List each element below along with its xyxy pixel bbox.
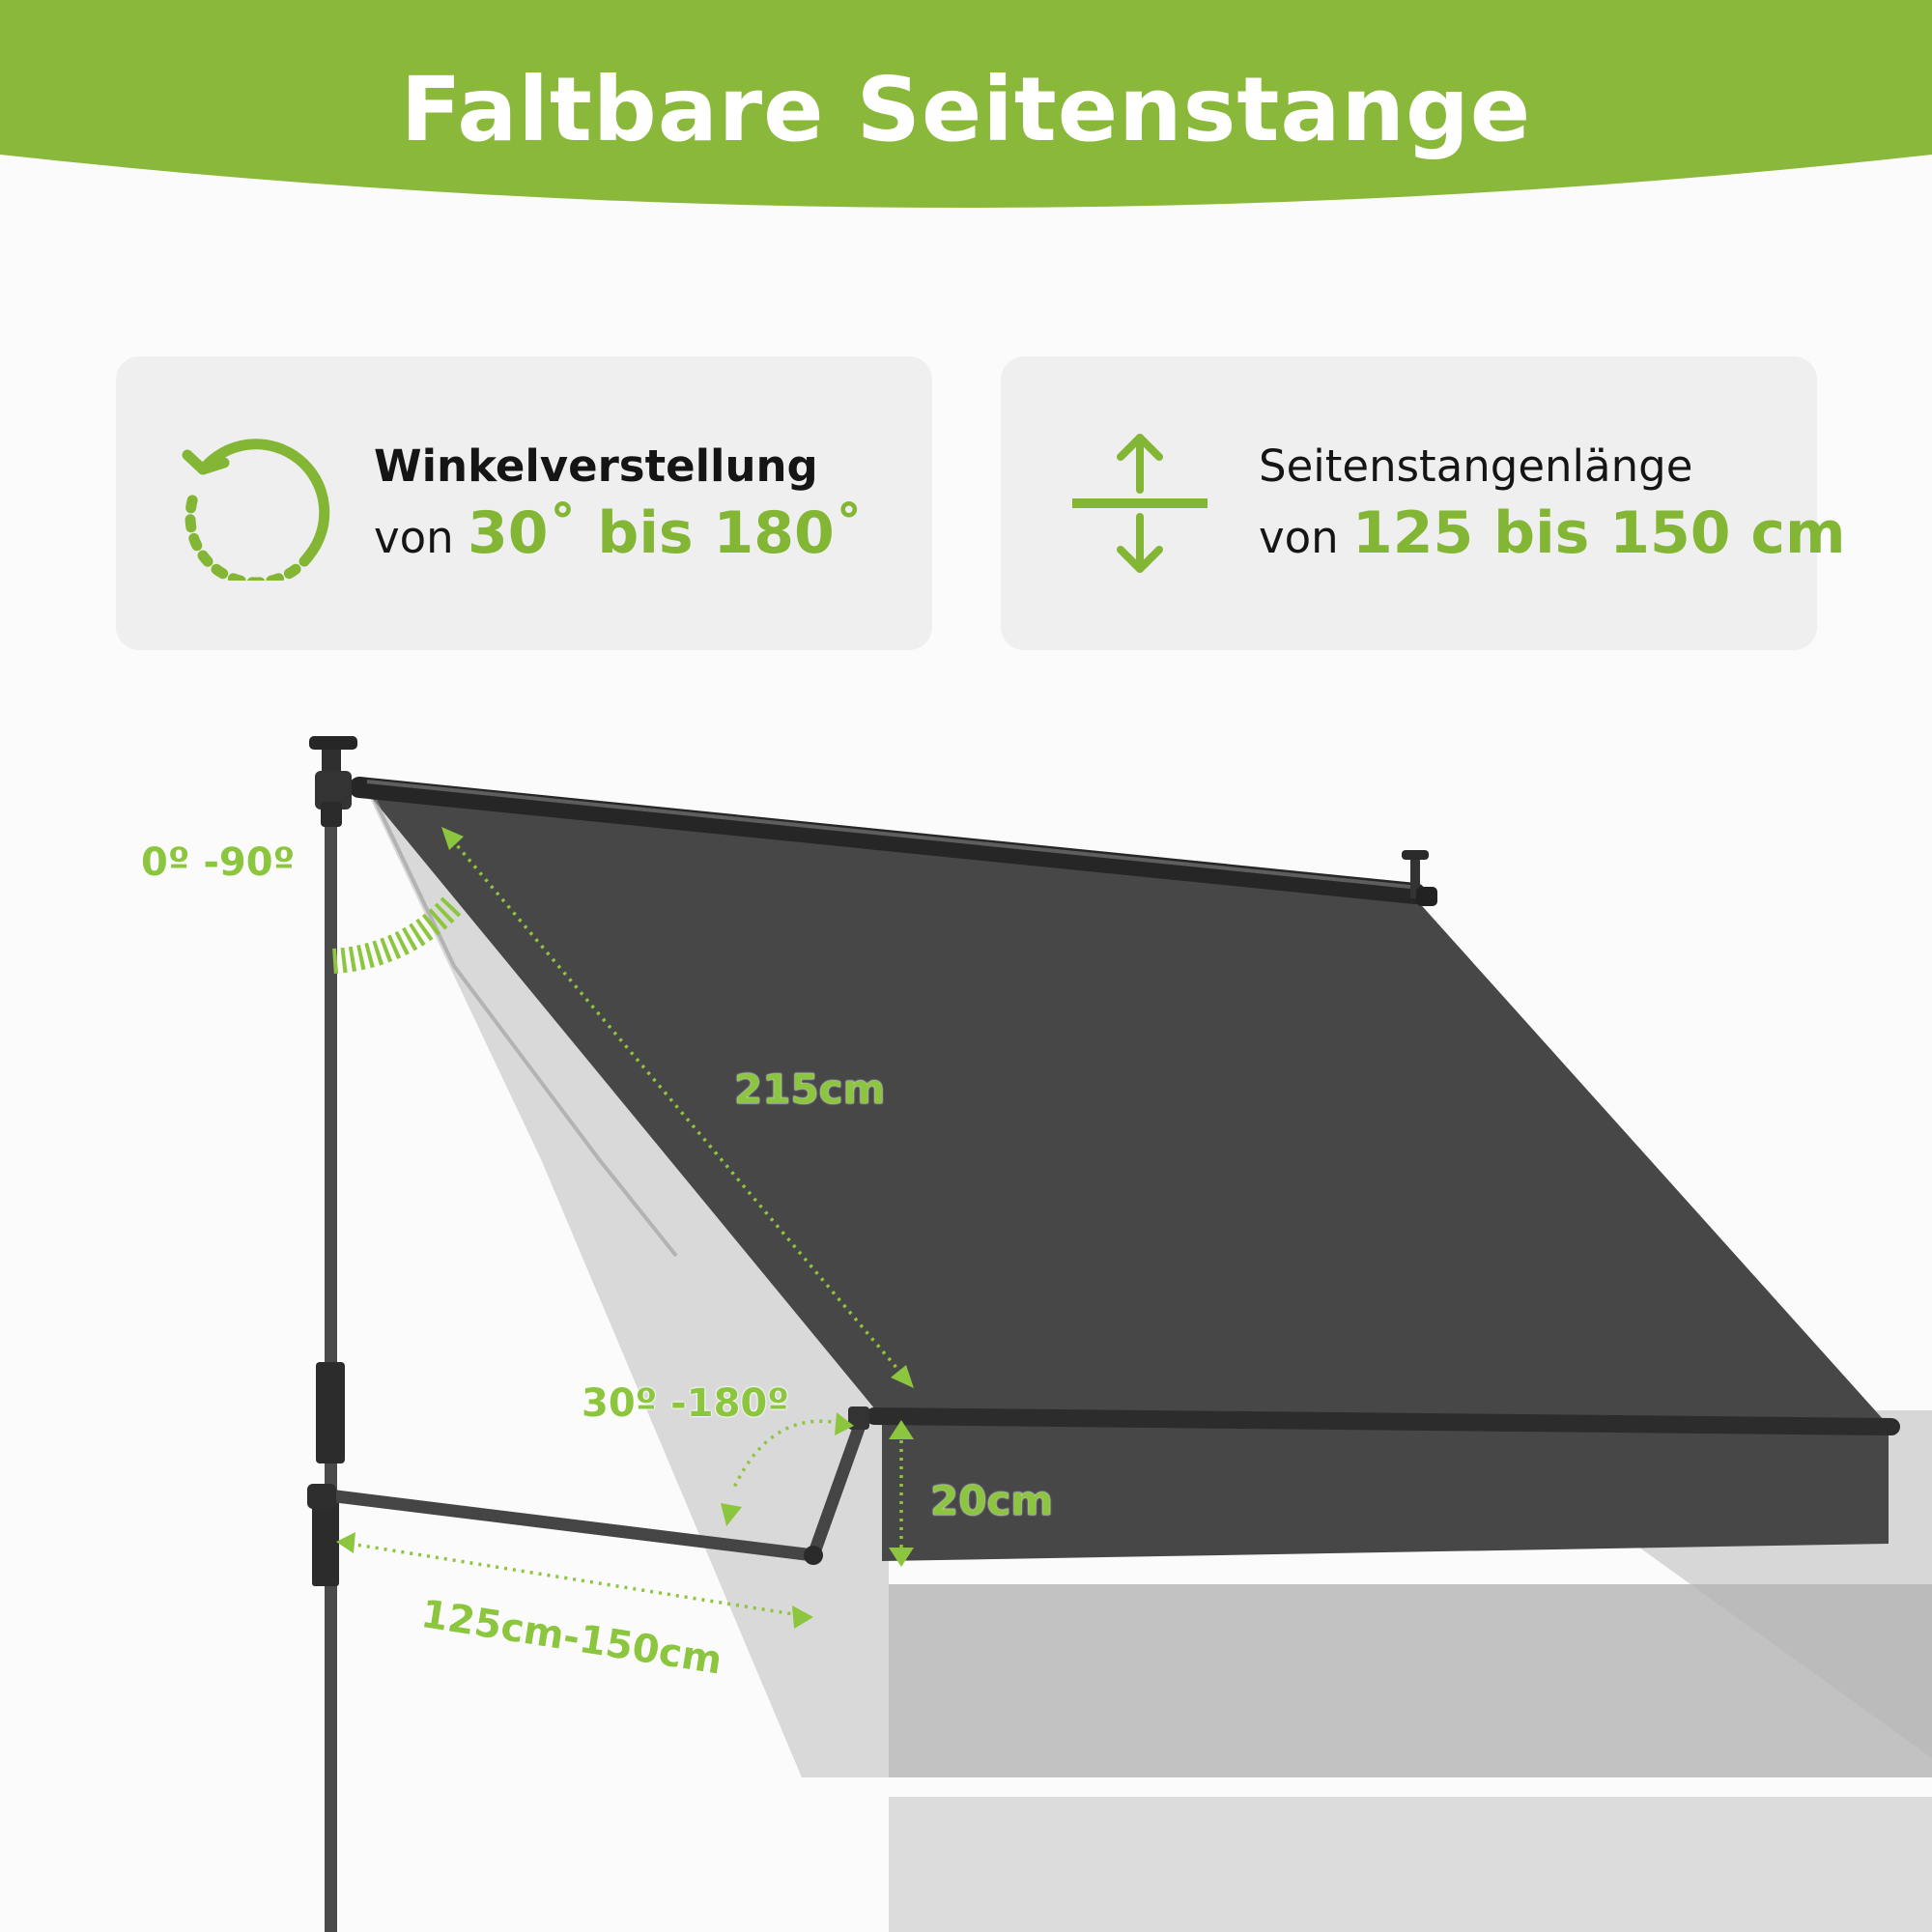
valance-height-label: 20cm [930,1477,1054,1524]
dimension-arc-angle [732,1419,849,1489]
feature-value: 125 bis 150 cm [1352,499,1846,567]
front-bar [866,1407,1900,1435]
header-band [0,0,1932,208]
page-title: Faltbare Seitenstange [400,58,1532,161]
rotate-arrow-icon [182,439,330,581]
dimension-line-arm [349,1542,801,1617]
arm-angle-label: 30º -180º [582,1381,789,1426]
awning-shadow [373,799,678,1258]
awning-shadow [889,1797,1932,1932]
awning-shadow [889,1584,1932,1777]
feature-value: 30˚ bis 180˚ [468,499,864,567]
awning-valance [882,1420,1889,1561]
feature-prefix: von [1259,512,1339,563]
dimension-line-length [444,831,910,1383]
awning-length-label: 215cm [734,1065,886,1113]
feature-card-length: Seitenstangenlänge von 125 bis 150 cm [1001,356,1845,650]
folding-arm [322,1489,820,1562]
awning-shadow [367,792,889,1777]
up-down-arrows-icon [1072,434,1208,573]
awning-fabric [367,792,1884,1420]
feature-title: Seitenstangenlänge [1259,440,1693,492]
support-pole [325,742,337,1932]
feature-title: Winkelverstellung [374,440,818,492]
pivot-angle-label: 0º -90º [141,840,296,885]
feature-card-angle: Winkelverstellung von 30˚ bis 180˚ [116,356,932,650]
feature-prefix: von [374,512,454,563]
top-roller [349,777,1426,904]
